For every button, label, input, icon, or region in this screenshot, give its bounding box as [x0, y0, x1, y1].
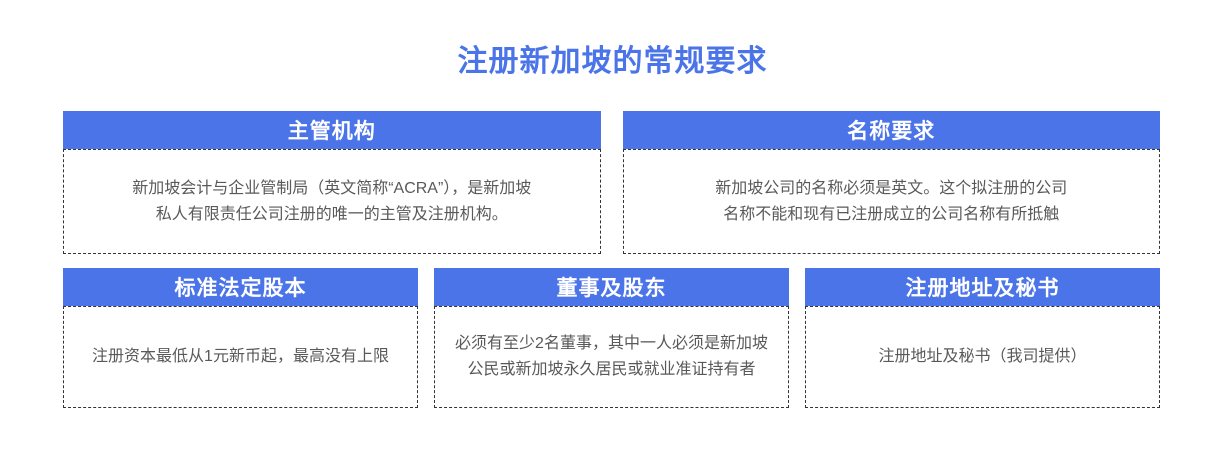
- page-title: 注册新加坡的常规要求: [457, 45, 768, 78]
- card-standard-capital: 标准法定股本 注册资本最低从1元新币起，最高没有上限: [63, 268, 418, 408]
- card-address-secretary: 注册地址及秘书 注册地址及秘书（我司提供）: [805, 268, 1160, 408]
- card-name-requirements: 名称要求 新加坡公司的名称必须是英文。这个拟注册的公司 名称不能和现有已注册成立…: [622, 111, 1160, 254]
- card-authority-header: 主管机构: [63, 111, 601, 149]
- card-address-secretary-header: 注册地址及秘书: [805, 268, 1160, 306]
- card-standard-capital-body: 注册资本最低从1元新币起，最高没有上限: [63, 306, 418, 408]
- card-name-requirements-header: 名称要求: [622, 111, 1160, 149]
- card-directors-shareholders-body: 必须有至少2名董事，其中一人必须是新加坡 公民或新加坡永久居民或就业准证持有者: [434, 306, 789, 408]
- card-authority: 主管机构 新加坡会计与企业管制局（英文简称“ACRA”），是新加坡 私人有限责任…: [63, 111, 601, 254]
- card-standard-capital-header: 标准法定股本: [63, 268, 418, 306]
- card-address-secretary-body: 注册地址及秘书（我司提供）: [805, 306, 1160, 408]
- card-row-2: 标准法定股本 注册资本最低从1元新币起，最高没有上限 董事及股东 必须有至少2名…: [0, 268, 1225, 408]
- card-authority-body: 新加坡会计与企业管制局（英文简称“ACRA”），是新加坡 私人有限责任公司注册的…: [63, 149, 601, 254]
- card-name-requirements-body: 新加坡公司的名称必须是英文。这个拟注册的公司 名称不能和现有已注册成立的公司名称…: [622, 149, 1160, 254]
- card-row-1: 主管机构 新加坡会计与企业管制局（英文简称“ACRA”），是新加坡 私人有限责任…: [0, 111, 1225, 254]
- card-directors-shareholders-header: 董事及股东: [434, 268, 789, 306]
- card-directors-shareholders: 董事及股东 必须有至少2名董事，其中一人必须是新加坡 公民或新加坡永久居民或就业…: [434, 268, 789, 408]
